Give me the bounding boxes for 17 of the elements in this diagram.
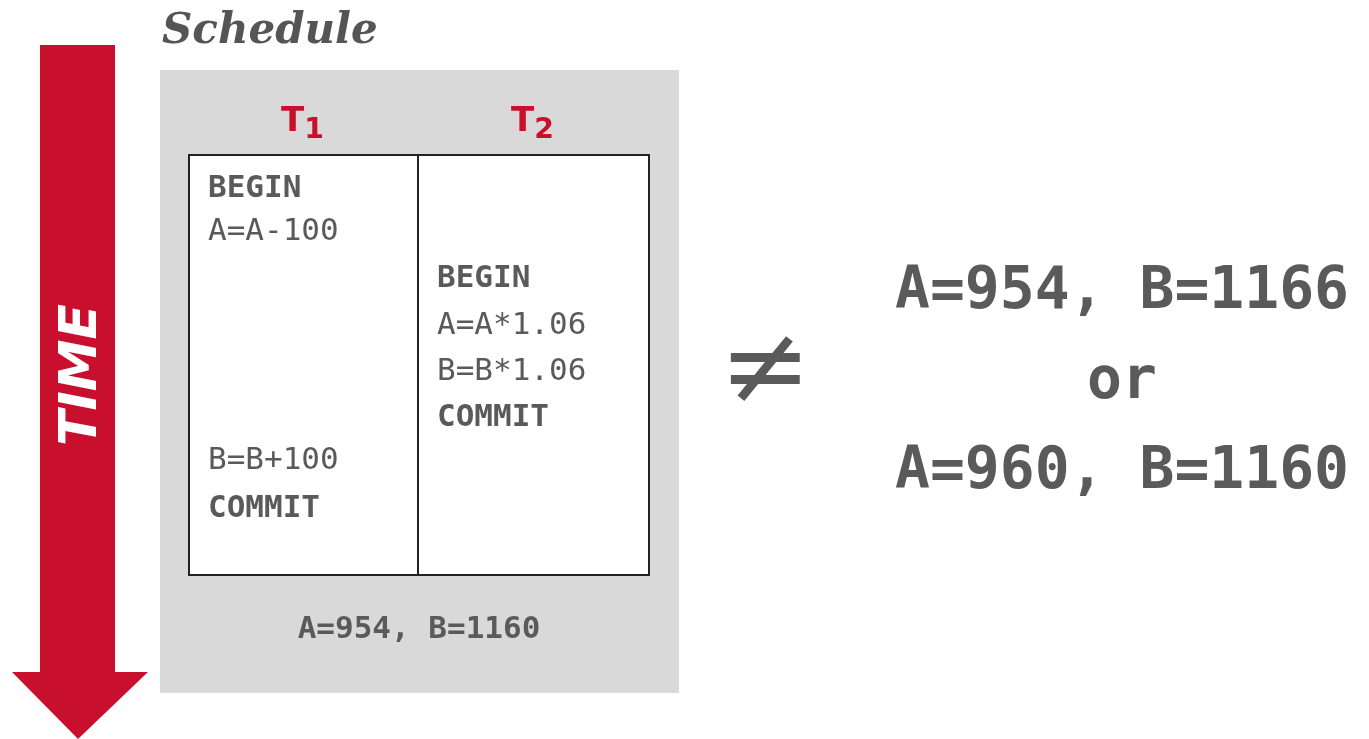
result-text: A=954, B=1166 bbox=[895, 255, 1349, 321]
not-equal-sign: ≠ bbox=[718, 305, 812, 425]
operation-text: B=B*1.06 bbox=[437, 351, 587, 387]
keyword-text: COMMIT bbox=[437, 397, 549, 433]
operation-text: A=A-100 bbox=[208, 211, 339, 247]
keyword-text: BEGIN bbox=[437, 258, 531, 294]
panel-heading: Schedule bbox=[162, 4, 378, 54]
column-header: T$_{2}$ bbox=[511, 98, 554, 148]
axis-label: TIME bbox=[50, 303, 106, 447]
operation-text: A=A*1.06 bbox=[437, 305, 587, 341]
result-text: or bbox=[1087, 345, 1157, 411]
result-text: A=960, B=1160 bbox=[895, 435, 1349, 501]
result-text: A=954, B=1160 bbox=[297, 609, 541, 645]
operation-text: B=B+100 bbox=[208, 440, 339, 476]
keyword-text: BEGIN bbox=[208, 168, 302, 204]
column-header: T$_{1}$ bbox=[281, 98, 324, 148]
keyword-text: COMMIT bbox=[208, 488, 320, 524]
